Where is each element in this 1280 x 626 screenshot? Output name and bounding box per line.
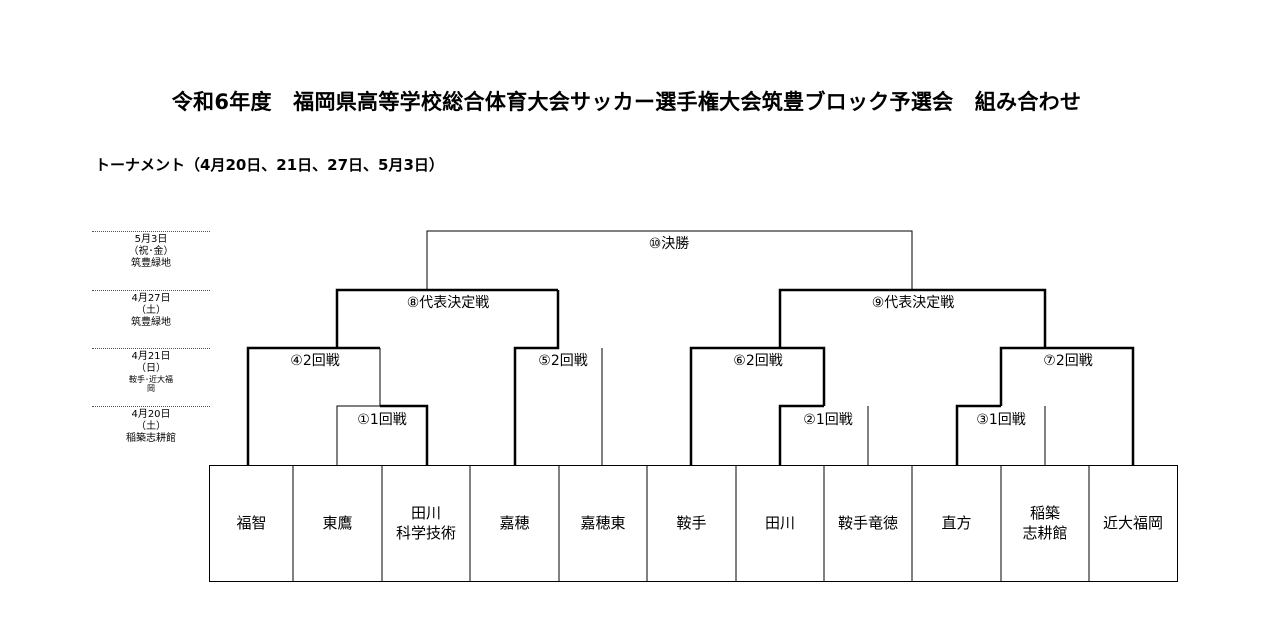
- schedule-date: 5月3日: [134, 234, 168, 245]
- schedule-day: （土）: [136, 305, 166, 316]
- match-label-8: ⑧代表決定戦: [406, 295, 490, 311]
- page-title: 令和6年度 福岡県高等学校総合体育大会サッカー選手権大会筑豊ブロック予選会 組み…: [171, 90, 1082, 114]
- match-label-final: ⑩決勝: [648, 236, 690, 252]
- match8-left-path: [335, 288, 558, 348]
- match-label-9: ⑨代表決定戦: [871, 295, 955, 311]
- tagawa-kagaku-path: [380, 404, 429, 465]
- match1-bracket-line: [336, 405, 380, 465]
- schedule-divider: [92, 406, 210, 407]
- match-label-5: ⑤2回戦: [538, 353, 588, 369]
- kurate-path: [689, 346, 826, 465]
- team-name-line2: 科学技術: [395, 524, 456, 542]
- schedule-divider: [92, 348, 210, 349]
- team-name: 田川: [410, 504, 441, 522]
- team-name: 鞍手: [676, 514, 707, 532]
- team-cell: 嘉穂: [470, 465, 559, 581]
- team-cell: 鞍手: [647, 465, 736, 581]
- schedule-date: 4月20日: [131, 409, 171, 420]
- team-cell: 田川科学技術: [382, 465, 470, 581]
- kaho-path: [513, 290, 560, 465]
- schedule-venue: 筑豊緑地: [131, 258, 171, 269]
- team-name: 田川: [764, 514, 795, 532]
- schedule-round-qualifier: 4月27日 （土） 筑豊緑地: [92, 293, 210, 329]
- team-name: 東鷹: [322, 514, 353, 532]
- schedule-venue: 筑豊緑地: [131, 317, 171, 328]
- tournament-subtitle: トーナメント（4月20日、21日、27日、5月3日）: [95, 156, 444, 174]
- schedule-day: （祝･金）: [128, 246, 174, 257]
- team-name: 稲築: [1029, 504, 1060, 522]
- team-cell: 田川: [736, 465, 824, 581]
- team-name: 嘉穂: [499, 514, 530, 532]
- schedule-divider: [92, 231, 210, 232]
- team-cell: 近大福岡: [1089, 465, 1177, 581]
- match-label-4: ④2回戦: [290, 353, 340, 369]
- team-name-line2: 志耕館: [1022, 524, 1068, 542]
- schedule-day: （日）: [136, 363, 166, 374]
- team-cell: 東鷹: [293, 465, 382, 581]
- schedule-date: 4月27日: [131, 293, 171, 304]
- final-bracket-line: [426, 230, 913, 290]
- team-cell: 直方: [912, 465, 1001, 581]
- team-name: 福智: [236, 514, 267, 532]
- schedule-venue: 鞍手･近大福岡: [129, 375, 173, 393]
- schedule-venue: 稲築志耕館: [126, 433, 176, 444]
- team-name: 嘉穂東: [580, 514, 626, 532]
- tagawa-path: [778, 404, 824, 465]
- match-label-1: ①1回戦: [357, 412, 407, 428]
- schedule-round-first: 4月20日 （土） 稲築志耕館: [92, 409, 210, 445]
- nogata-path: [955, 404, 1001, 465]
- team-name: 直方: [941, 514, 972, 532]
- team-box-grid: [209, 465, 1178, 582]
- match-label-2: ②1回戦: [803, 412, 853, 428]
- match-label-6: ⑥2回戦: [733, 353, 783, 369]
- match-label-3: ③1回戦: [976, 412, 1026, 428]
- team-cell: 鞍手竜徳: [824, 465, 912, 581]
- team-name: 近大福岡: [1102, 514, 1163, 532]
- schedule-round-second: 4月21日 （日） 鞍手･近大福岡: [92, 351, 210, 393]
- team-cell: 嘉穂東: [559, 465, 647, 581]
- team-name: 鞍手竜徳: [837, 514, 898, 532]
- bracket-winner-lines: [246, 288, 1135, 465]
- schedule-divider: [92, 290, 210, 291]
- team-cell: 福智: [210, 465, 293, 581]
- match-label-7: ⑦2回戦: [1043, 353, 1093, 369]
- schedule-date: 4月21日: [131, 351, 171, 362]
- match9-path: [778, 288, 1047, 348]
- kindai-path: [999, 346, 1135, 465]
- schedule-day: （土）: [136, 421, 166, 432]
- schedule-round-final: 5月3日 （祝･金） 筑豊緑地: [92, 234, 210, 270]
- team-cell: 稲築志耕館: [1001, 465, 1089, 581]
